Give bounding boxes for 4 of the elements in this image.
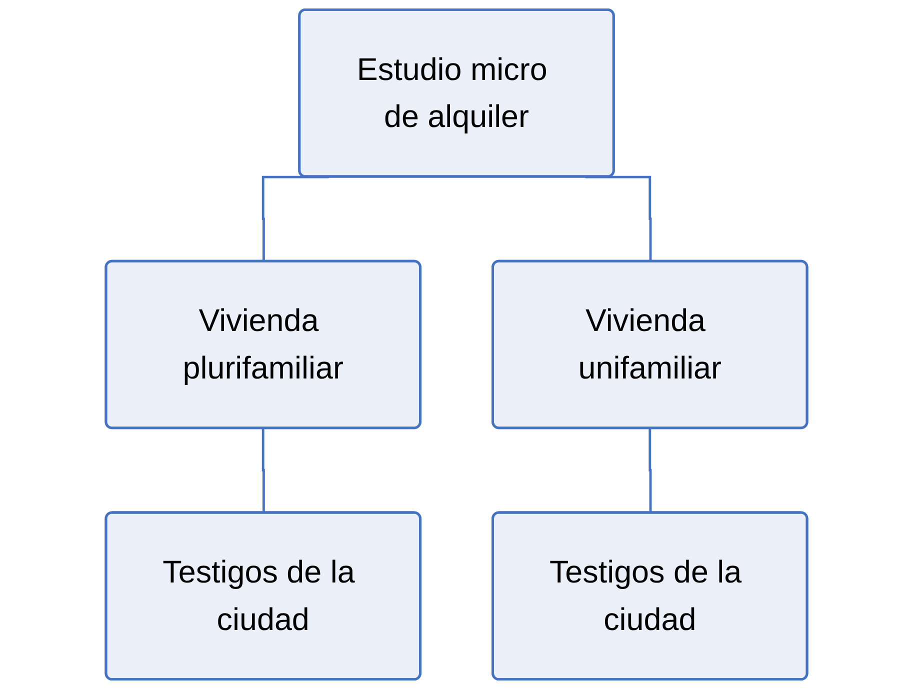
connector — [648, 427, 652, 514]
connector — [262, 427, 265, 514]
connector — [585, 176, 652, 262]
connector — [262, 176, 329, 262]
